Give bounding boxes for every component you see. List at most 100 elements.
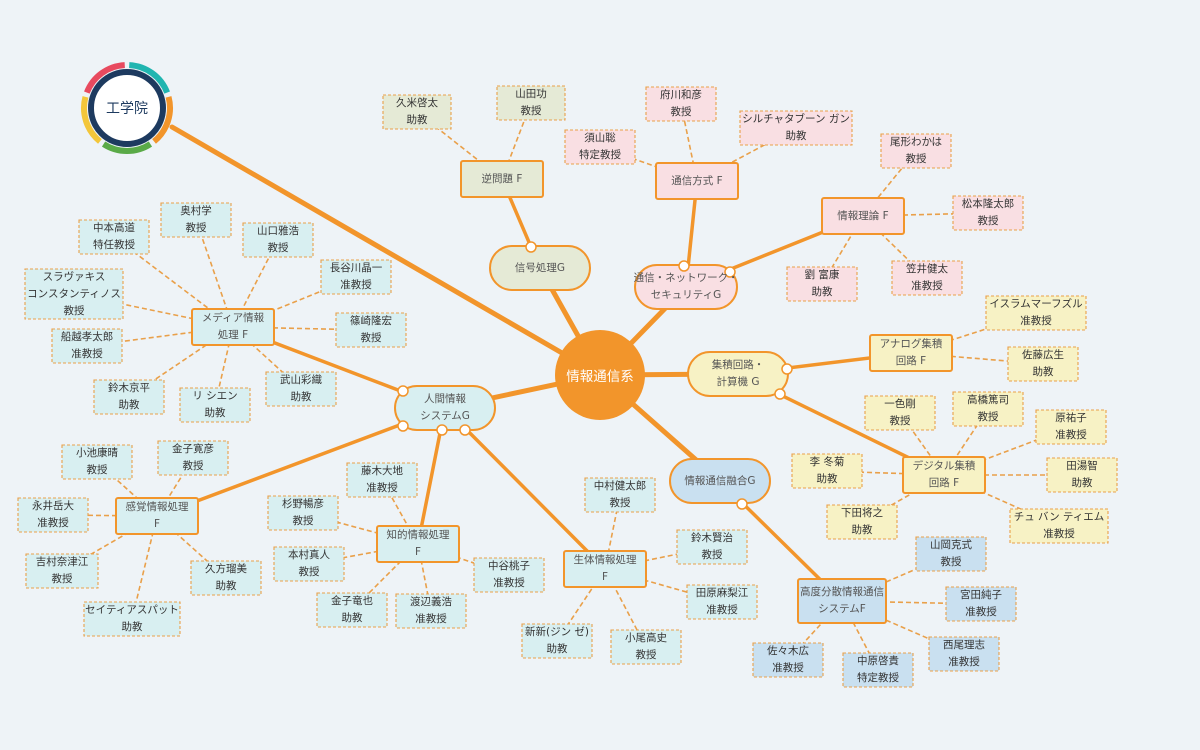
person-p46-line: 杉野暢彦: [282, 498, 324, 510]
person-p20-line: 宮田純子: [960, 589, 1002, 601]
person-p33-line: コンスタンティノス: [27, 287, 121, 300]
person-p26-line: 田原麻梨江: [695, 587, 749, 599]
person-p42: 吉村奈津江教授: [26, 554, 98, 588]
logo-ring-segment: [101, 141, 153, 154]
person-p40-line: 金子寛彦: [172, 443, 214, 455]
junction-dot: [459, 424, 471, 436]
person-p23-line: 佐々木広: [767, 645, 809, 657]
field-f_sense-line: F: [153, 518, 161, 530]
person-box-p25: [676, 529, 748, 565]
person-p22-line: 中原啓貴: [857, 655, 899, 667]
person-box-p24: [584, 477, 656, 513]
person-p3-line: 府川和彦: [660, 89, 702, 101]
person-p11-line: 助教: [1032, 366, 1054, 378]
field-box-f_intel: [376, 525, 460, 563]
person-p6: 尾形わかは教授: [881, 134, 951, 168]
person-p41-line: 永井岳大: [32, 500, 74, 512]
person-p6-line: 尾形わかは: [889, 136, 943, 148]
field-f_intel-line: 知的情報処理: [386, 529, 450, 541]
person-p27: 小尾高史教授: [611, 630, 681, 664]
field-box-f_sense: [115, 497, 199, 535]
field-box-f_infotheory: [821, 197, 905, 235]
field-box-f_commsys: [655, 162, 739, 200]
person-box-p6: [880, 133, 952, 169]
person-box-p33: [24, 268, 124, 320]
person-p1-line: 助教: [406, 114, 428, 126]
person-p10-line: イスラムマーフズル: [989, 298, 1083, 310]
person-p14-line: 准教授: [1055, 429, 1087, 441]
dashed-connector-p21: [841, 600, 965, 655]
person-p33: スラヴァキスコンスタンティノス教授: [25, 269, 123, 319]
person-p2-line: 教授: [520, 105, 542, 117]
junction-dot: [678, 260, 690, 272]
person-p9-line: 准教授: [911, 280, 943, 292]
person-box-p20: [945, 586, 1017, 622]
field-f_sense-line: 感覚情報処理: [125, 501, 189, 513]
logo-label: 工学院: [106, 101, 148, 117]
person-p14-line: 原祐子: [1055, 412, 1087, 424]
person-box-p37: [179, 387, 251, 423]
person-p27-line: 教授: [635, 649, 657, 661]
person-box-p28: [521, 623, 593, 659]
person-p7: 松本隆太郎教授: [953, 196, 1023, 230]
person-box-p3: [645, 86, 717, 122]
group-g_circuit: 集積回路・計算機 G: [688, 352, 788, 396]
field-f_sense: 感覚情報処理 F: [116, 498, 198, 534]
person-p14: 原祐子准教授: [1036, 410, 1106, 444]
person-box-p47: [273, 546, 345, 582]
person-p49-line: 渡辺義浩: [410, 596, 452, 608]
person-p25-line: 鈴木賢治: [691, 532, 733, 544]
person-p18-line: チュ バン ティエム: [1013, 511, 1105, 523]
group-g_circuit-line: 集積回路・: [711, 359, 765, 371]
person-p44: セイティアスパット助教: [84, 602, 180, 636]
person-box-p29: [160, 202, 232, 238]
field-f_media: メディア情報処理 F: [192, 309, 274, 345]
field-box-f_digital: [902, 456, 986, 494]
person-p50-line: 中谷桃子: [488, 560, 530, 572]
person-box-p35: [51, 328, 123, 364]
field-f_digital-line: 回路 F: [928, 477, 960, 489]
person-box-p4: [564, 129, 636, 165]
group-g_human-line: 人間情報: [424, 393, 466, 405]
person-p35-line: 船越孝太郎: [60, 331, 114, 343]
person-p4-line: 特定教授: [579, 149, 621, 161]
group-g_comm: 通信・ネットワーク・セキュリティG: [634, 265, 739, 309]
person-p35: 船越孝太郎准教授: [52, 329, 122, 363]
person-box-p41: [17, 497, 89, 533]
person-p17: 下田将之助教: [827, 505, 897, 539]
person-box-p16: [791, 453, 863, 489]
person-p9-line: 笠井健太: [906, 263, 948, 275]
field-f_media-line: 処理 F: [217, 329, 249, 341]
person-box-p36: [93, 379, 165, 415]
logo-inner-white: [89, 70, 165, 146]
field-f_bio-line: F: [601, 571, 609, 583]
person-box-p21: [928, 636, 1000, 672]
field-f_analog-line: 回路 F: [895, 355, 927, 367]
person-p26-line: 准教授: [706, 604, 738, 616]
dashed-connector-p32: [232, 276, 357, 328]
person-p16: 李 冬菊助教: [792, 454, 862, 488]
person-box-p27: [610, 629, 682, 665]
field-f_distributed-line: 高度分散情報通信: [800, 586, 884, 598]
person-p29: 奥村学教授: [161, 203, 231, 237]
person-p40-line: 教授: [182, 460, 204, 472]
person-p15-line: 田湯智: [1066, 460, 1098, 472]
person-p13-line: 高橋篤司: [967, 394, 1009, 406]
person-p30-line: 特任教授: [93, 239, 135, 251]
person-p33-line: 教授: [63, 304, 85, 317]
person-box-p26: [686, 584, 758, 620]
person-p47-line: 教授: [298, 566, 320, 578]
logo-ring-segment: [84, 62, 126, 94]
group-g_signal: 信号処理G: [490, 246, 590, 290]
person-p2-line: 山田功: [515, 88, 547, 100]
dashed-connector-p6: [862, 150, 917, 217]
person-p7-line: 松本隆太郎: [961, 198, 1015, 210]
person-box-p10: [985, 295, 1087, 331]
person-p48: 金子竜也助教: [317, 593, 387, 627]
person-p2: 山田功教授: [497, 86, 565, 120]
person-box-p32: [320, 259, 392, 295]
person-p49: 渡辺義浩准教授: [396, 594, 466, 628]
person-p10-line: 准教授: [1020, 315, 1052, 327]
group-g_comm-line: セキュリティG: [650, 289, 722, 301]
person-p15: 田湯智助教: [1047, 458, 1117, 492]
